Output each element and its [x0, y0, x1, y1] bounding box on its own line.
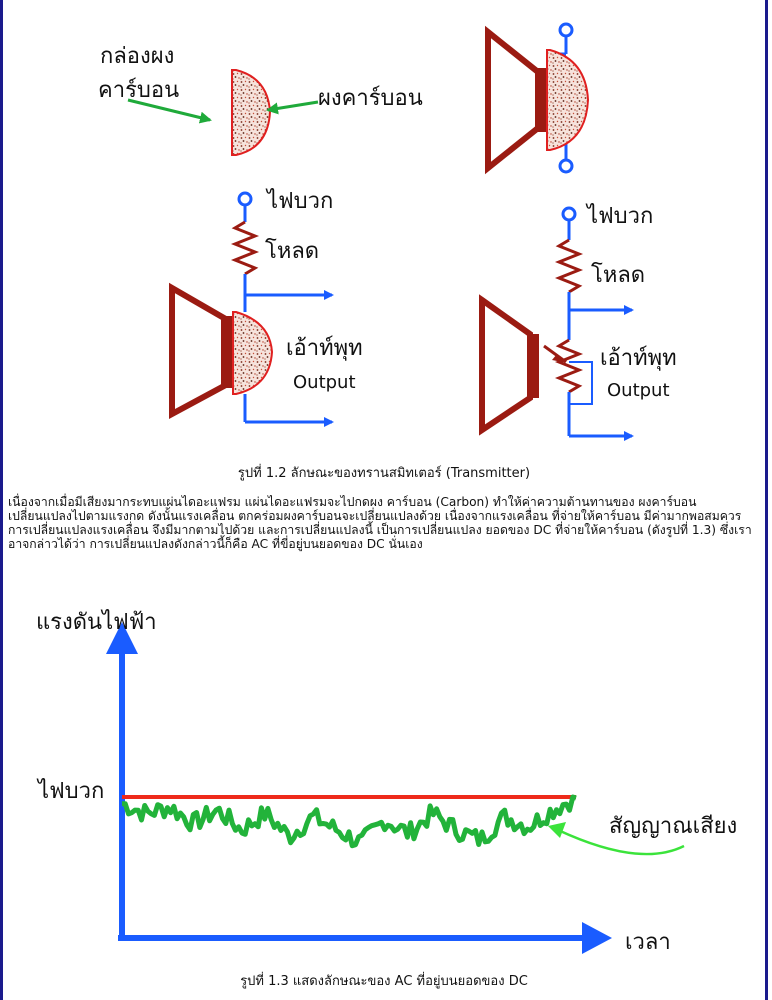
body-paragraph: เนื่องจากเมื่อมีเสียงมากระทบแผ่นไดอะแฟรม…: [8, 495, 752, 551]
arrow-carbon-box: [127, 98, 212, 124]
audio-signal-line: [121, 794, 577, 849]
figure-1-3-caption: รูปที่ 1.3 แสดงลักษณะของ AC ที่อยู่บนยอด…: [240, 974, 528, 989]
label-positive-right: ไฟบวก: [587, 204, 654, 229]
x-axis-arrowhead: [582, 922, 612, 954]
transmitter-diagram: [485, 22, 590, 175]
chart-dc-label: ไฟบวก: [38, 779, 105, 804]
label-output-th-right: เอ้าท์พุท: [600, 346, 677, 371]
signal-pointer-arrow: [557, 828, 685, 856]
label-output-th-left: เอ้าท์พุท: [286, 336, 363, 361]
label-load-left: โหลด: [265, 239, 320, 264]
ac-on-dc-chart: [106, 622, 685, 954]
label-load-right: โหลด: [591, 263, 646, 288]
chart-xlabel: เวลา: [625, 930, 671, 955]
arrow-carbon-powder: [266, 100, 319, 115]
carbon-capsule-diagram: [127, 69, 319, 156]
y-axis-arrowhead: [106, 622, 138, 654]
label-carbon-box-line2: คาร์บอน: [98, 78, 180, 103]
figure-1-2-caption: รูปที่ 1.2 ลักษณะของทรานสมิทเตอร์ (Trans…: [237, 466, 531, 481]
label-carbon-box-line1: กล่องผง: [100, 44, 175, 69]
label-carbon-powder: ผงคาร์บอน: [318, 86, 423, 111]
label-positive-left: ไฟบวก: [267, 189, 334, 214]
label-output-en-right: Output: [607, 380, 670, 401]
chart-ylabel: แรงดันไฟฟ้า: [36, 610, 157, 635]
circuit-left: [169, 191, 334, 427]
label-output-en-left: Output: [293, 372, 356, 393]
circuit-right: [479, 206, 634, 441]
chart-signal-label: สัญญาณเสียง: [609, 814, 738, 839]
